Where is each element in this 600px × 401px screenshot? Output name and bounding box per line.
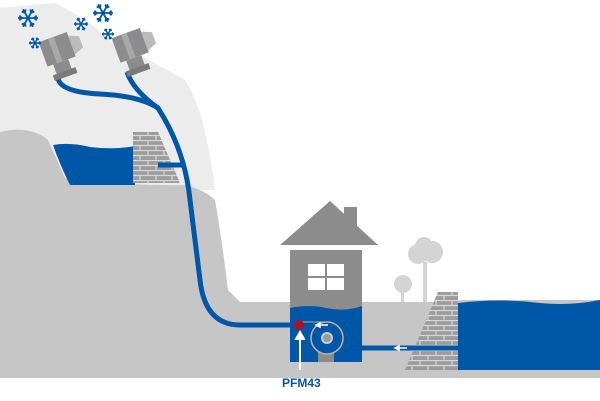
river-water [458, 300, 600, 370]
upper-dam [133, 132, 180, 183]
snowflake-icon [93, 3, 113, 23]
sensor-arrow-icon [294, 329, 306, 370]
snow-cannon-icon [111, 27, 157, 78]
tree-icon [394, 237, 443, 302]
snow-cannon-icon [38, 31, 84, 82]
snowflakes [18, 3, 114, 49]
flow-arrow-icon [314, 321, 407, 352]
snowflake-icon [18, 8, 38, 28]
sensor-label: PFM43 [282, 376, 321, 390]
reservoir-water [53, 143, 135, 185]
snowflake-icon [102, 28, 114, 40]
pump-icon [310, 321, 344, 355]
snowflake-icon [74, 17, 88, 31]
sensor-dot [294, 320, 304, 330]
snowflake-icon [29, 37, 41, 49]
